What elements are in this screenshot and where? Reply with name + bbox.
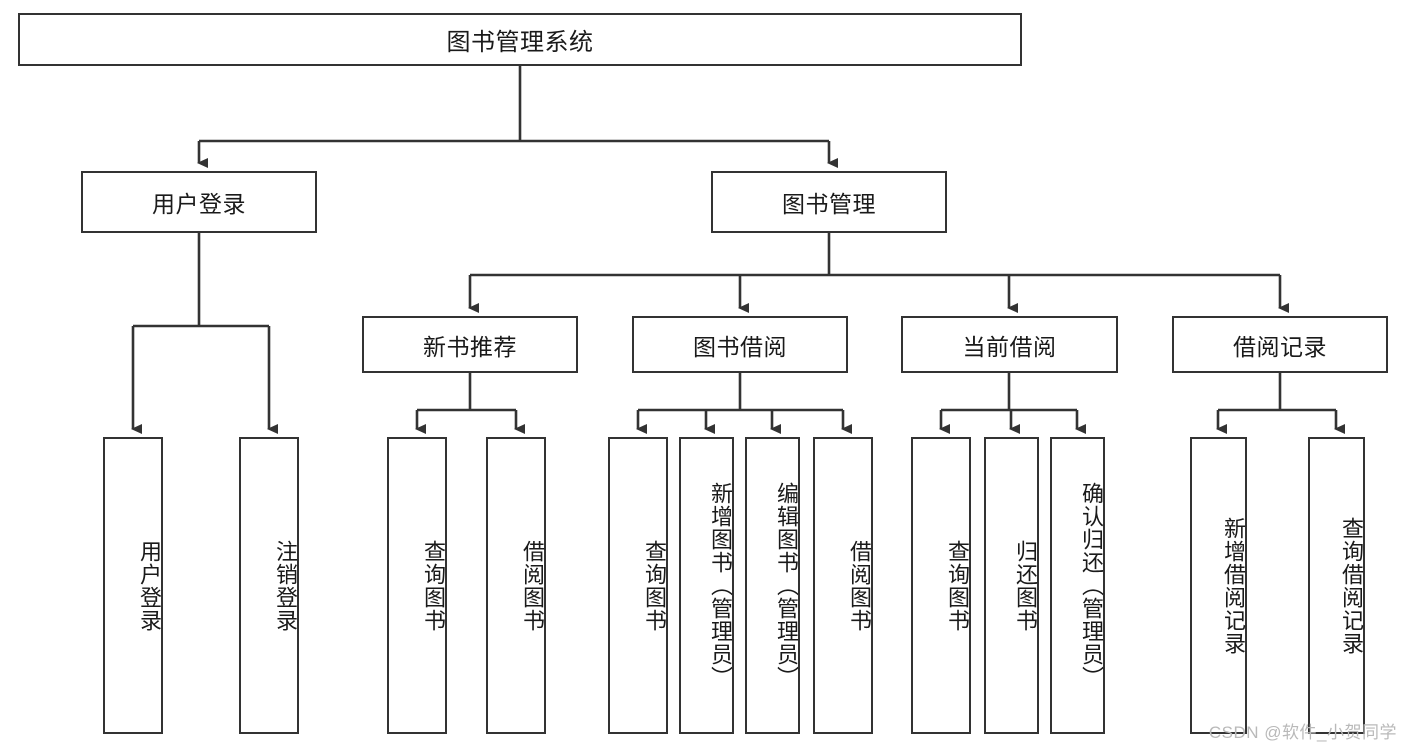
node-leaf-add-borrow-record[interactable]: 新增借阅记录 <box>1190 437 1247 734</box>
node-label: 图书管理 <box>782 191 876 217</box>
node-label: 查询图书 <box>421 539 446 632</box>
node-label: 新增借阅记录 <box>1221 516 1246 655</box>
node-leaf-query-book-borrow[interactable]: 查询图书 <box>608 437 668 734</box>
node-borrow-record[interactable]: 借阅记录 <box>1172 316 1388 373</box>
node-leaf-borrow-book-recommend[interactable]: 借阅图书 <box>486 437 546 734</box>
node-label: 图书借阅 <box>693 333 787 360</box>
node-book-borrow[interactable]: 图书借阅 <box>632 316 848 373</box>
node-leaf-borrow-book[interactable]: 借阅图书 <box>813 437 873 734</box>
node-current-borrow[interactable]: 当前借阅 <box>901 316 1118 373</box>
node-leaf-logout[interactable]: 注销登录 <box>239 437 299 734</box>
node-label: 确认归还（管理员） <box>1079 482 1104 689</box>
node-label: 查询图书 <box>945 539 970 632</box>
node-label: 借阅图书 <box>847 539 872 632</box>
node-leaf-edit-book-admin[interactable]: 编辑图书（管理员） <box>745 437 800 734</box>
watermark-text: CSDN @软件_小贺同学 <box>1208 723 1397 742</box>
node-label: 图书管理系统 <box>446 29 594 56</box>
node-leaf-confirm-return-admin[interactable]: 确认归还（管理员） <box>1050 437 1105 734</box>
node-label: 注销登录 <box>273 539 298 632</box>
node-book-management-system[interactable]: 图书管理系统 <box>18 13 1022 66</box>
node-label: 查询图书 <box>642 539 667 632</box>
node-leaf-return-book[interactable]: 归还图书 <box>984 437 1039 734</box>
node-label: 用户登录 <box>137 539 162 632</box>
node-leaf-query-borrow-record[interactable]: 查询借阅记录 <box>1308 437 1365 734</box>
node-label: 新增图书（管理员） <box>708 482 733 689</box>
node-label: 查询借阅记录 <box>1339 516 1364 655</box>
node-label: 借阅图书 <box>520 539 545 632</box>
node-label: 用户登录 <box>152 191 246 217</box>
node-label: 编辑图书（管理员） <box>774 482 799 689</box>
node-label: 归还图书 <box>1013 539 1038 632</box>
node-leaf-query-book-recommend[interactable]: 查询图书 <box>387 437 447 734</box>
node-label: 新书推荐 <box>423 333 517 360</box>
node-leaf-add-book-admin[interactable]: 新增图书（管理员） <box>679 437 734 734</box>
node-new-book-recommend[interactable]: 新书推荐 <box>362 316 578 373</box>
node-leaf-query-book-current[interactable]: 查询图书 <box>911 437 971 734</box>
node-label: 当前借阅 <box>962 333 1057 360</box>
node-leaf-user-login[interactable]: 用户登录 <box>103 437 163 734</box>
node-user-login[interactable]: 用户登录 <box>81 171 317 233</box>
node-label: 借阅记录 <box>1233 333 1327 360</box>
node-book-management[interactable]: 图书管理 <box>711 171 947 233</box>
